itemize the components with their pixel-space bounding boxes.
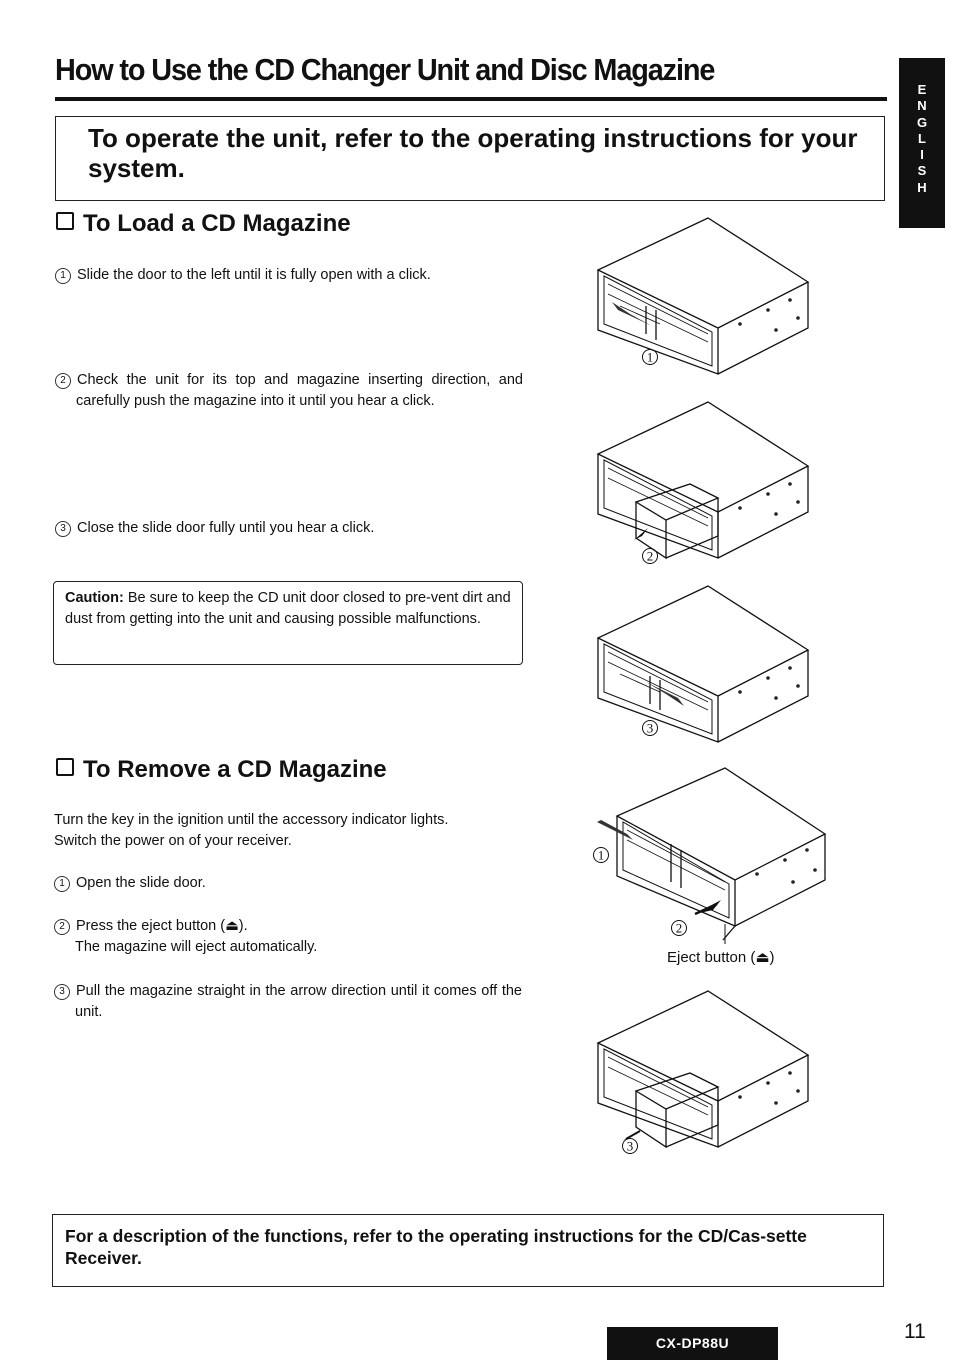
figure-load-step-1: 1 — [596, 217, 810, 375]
remove-intro-line-1: Turn the key in the ignition until the a… — [54, 812, 449, 828]
step-number-icon: 1 — [55, 268, 71, 284]
language-letter: G — [916, 114, 928, 130]
load-heading-text: To Load a CD Magazine — [83, 210, 351, 237]
load-step-3: 3 Close the slide door fully until you he… — [55, 518, 523, 539]
eject-button-caption: Eject button (⏏) — [667, 949, 775, 966]
caution-text: Be sure to keep the CD unit door closed … — [65, 590, 511, 627]
top-note-box: To operate the unit, refer to the operat… — [55, 116, 885, 201]
remove-step-3: 3 Pull the magazine straight in the arrow… — [54, 981, 522, 1023]
top-note-text: To operate the unit, refer to the operat… — [88, 123, 858, 183]
remove-step-1: 1 Open the slide door. — [54, 873, 522, 894]
title-rule — [55, 97, 887, 101]
page-title: How to Use the CD Changer Unit and Disc … — [55, 52, 715, 87]
load-step-1-text: Slide the door to the left until it is f… — [77, 267, 431, 283]
language-tab: E N G L I S H — [899, 58, 945, 228]
remove-step-2-text: Press the eject button (⏏). — [76, 918, 248, 934]
language-letter: E — [917, 82, 927, 97]
caution-label: Caution: — [65, 590, 124, 606]
figure-load-step-3: 3 — [596, 585, 810, 743]
bottom-note-text: For a description of the functions, refe… — [65, 1226, 807, 1268]
figure-number-label: 1 — [598, 848, 605, 863]
figure-number-label: 1 — [647, 350, 654, 365]
load-step-2: 2 Check the unit for its top and magazine… — [55, 370, 523, 412]
figure-number-label: 3 — [647, 721, 654, 736]
language-letter: N — [917, 98, 927, 114]
load-step-2-text: Check the unit for its top and magazine … — [76, 372, 523, 409]
remove-heading-text: To Remove a CD Magazine — [83, 756, 387, 783]
checkbox-square-icon — [56, 758, 74, 776]
figure-remove-steps-1-2: 1 2 — [593, 767, 827, 944]
language-letter: S — [917, 163, 927, 179]
remove-heading: To Remove a CD Magazine — [56, 756, 387, 784]
figure-remove-step-3: 3 — [596, 990, 810, 1154]
language-letter: H — [917, 179, 927, 195]
language-letter: I — [920, 147, 924, 163]
remove-step-2-subtext: The magazine will eject automatically. — [75, 939, 318, 955]
load-step-3-text: Close the slide door fully until you hea… — [77, 520, 375, 536]
remove-intro-line-2: Switch the power on of your receiver. — [54, 833, 292, 849]
figure-load-step-2: 2 — [596, 401, 810, 564]
figure-number-label: 3 — [627, 1139, 634, 1154]
checkbox-square-icon — [56, 212, 74, 230]
model-badge: CX-DP88U — [607, 1327, 778, 1360]
figure-number-label: 2 — [647, 549, 654, 564]
step-number-icon: 3 — [55, 521, 71, 537]
caution-box: Caution: Be sure to keep the CD unit doo… — [53, 581, 523, 665]
figure-number-label: 2 — [676, 921, 683, 936]
remove-step-2: 2 Press the eject button (⏏). The magazin… — [54, 916, 522, 958]
remove-step-3-text: Pull the magazine straight in the arrow … — [75, 983, 522, 1020]
step-number-icon: 2 — [55, 373, 71, 389]
load-heading: To Load a CD Magazine — [56, 210, 351, 238]
step-number-icon: 2 — [54, 919, 70, 935]
language-letter: L — [918, 130, 926, 146]
bottom-note-box: For a description of the functions, refe… — [52, 1214, 884, 1287]
step-number-icon: 1 — [54, 876, 70, 892]
step-number-icon: 3 — [54, 984, 70, 1000]
page-number: 11 — [904, 1320, 926, 1343]
load-step-1: 1 Slide the door to the left until it is … — [55, 265, 523, 286]
remove-step-1-text: Open the slide door. — [76, 875, 206, 891]
remove-intro: Turn the key in the ignition until the a… — [54, 810, 524, 852]
